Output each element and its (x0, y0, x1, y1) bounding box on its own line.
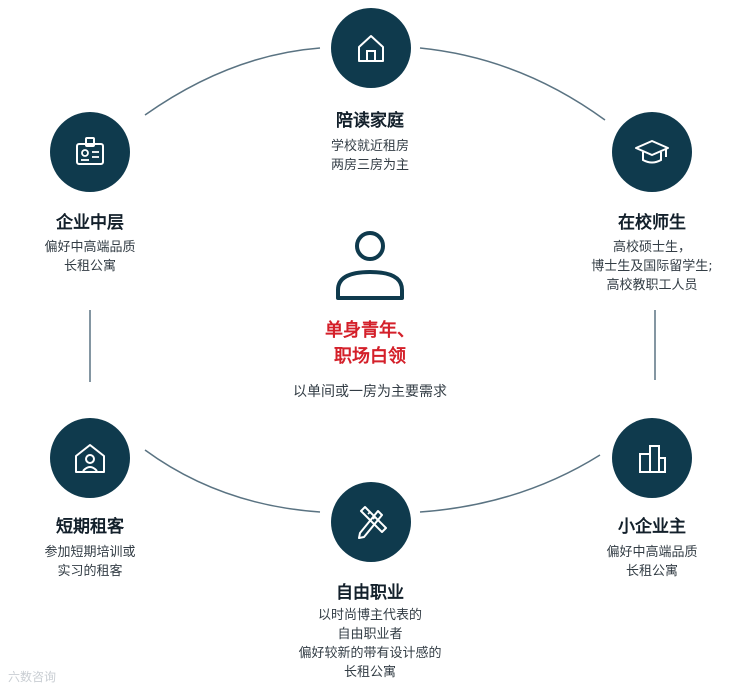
node-title: 企业中层 (56, 213, 124, 233)
arc-top-right (419, 47, 606, 121)
node-description: 偏好中高端品质 长租公寓 (0, 238, 200, 276)
desc-line: 偏好中高端品质 (44, 240, 136, 255)
desc-line: 以时尚博主代表的 (317, 608, 422, 623)
node-description: 参加短期培训或 实习的租客 (0, 543, 200, 581)
desc-line: 实习的租客 (57, 564, 123, 579)
node-circle-small-business (612, 418, 692, 498)
graduation-cap-icon (635, 140, 669, 164)
desc-line: 长租公寓 (625, 564, 678, 579)
node-title: 陪读家庭 (336, 111, 404, 131)
desc-line: 自由职业者 (337, 627, 403, 642)
node-circle-students (612, 112, 692, 192)
node-title: 短期租客 (56, 517, 124, 537)
node-description: 偏好中高端品质 长租公寓 (542, 543, 739, 581)
node-description: 学校就近租房 两房三房为主 (260, 137, 480, 175)
arc-bottom-right (419, 454, 601, 513)
id-badge-icon (76, 137, 104, 165)
node-circle-family (331, 8, 411, 88)
node-title: 在校师生 (618, 213, 686, 233)
desc-line: 参加短期培训或 (44, 545, 136, 560)
desc-line: 两房三房为主 (330, 158, 409, 173)
person-icon (336, 231, 404, 300)
center-description: 以单间或一房为主要需求 (293, 384, 447, 400)
node-description: 高校硕士生， 博士生及国际留学生; 高校教职工人员 (542, 238, 739, 295)
home-person-icon (75, 444, 105, 473)
node-circle-middle-management (50, 112, 130, 192)
desc-line: 博士生及国际留学生; (591, 259, 713, 274)
desc-line: 长租公寓 (63, 259, 116, 274)
desc-line: 偏好较新的带有设计感的 (298, 646, 442, 661)
buildings-icon (639, 445, 666, 473)
node-circle-freelance (331, 482, 411, 562)
desc-line: 高校硕士生， (612, 240, 691, 255)
desc-line: 高校教职工人员 (606, 278, 698, 293)
pencil-ruler-icon (358, 506, 387, 539)
center-title-line: 单身青年、 (325, 320, 415, 341)
center-title: 单身青年、 职场白领 (270, 318, 470, 370)
center-title-line: 职场白领 (334, 346, 406, 367)
node-title: 小企业主 (618, 517, 686, 537)
arc-bottom-left (144, 449, 321, 513)
node-title: 自由职业 (336, 583, 404, 603)
desc-line: 偏好中高端品质 (606, 545, 698, 560)
desc-line: 长租公寓 (343, 665, 396, 680)
watermark: 六数咨询 (8, 670, 57, 684)
node-circle-short-term (50, 418, 130, 498)
house-icon (358, 35, 384, 62)
arc-top-left (144, 47, 321, 116)
node-description: 以时尚博主代表的 自由职业者 偏好较新的带有设计感的 长租公寓 (260, 606, 480, 682)
desc-line: 学校就近租房 (330, 139, 409, 154)
